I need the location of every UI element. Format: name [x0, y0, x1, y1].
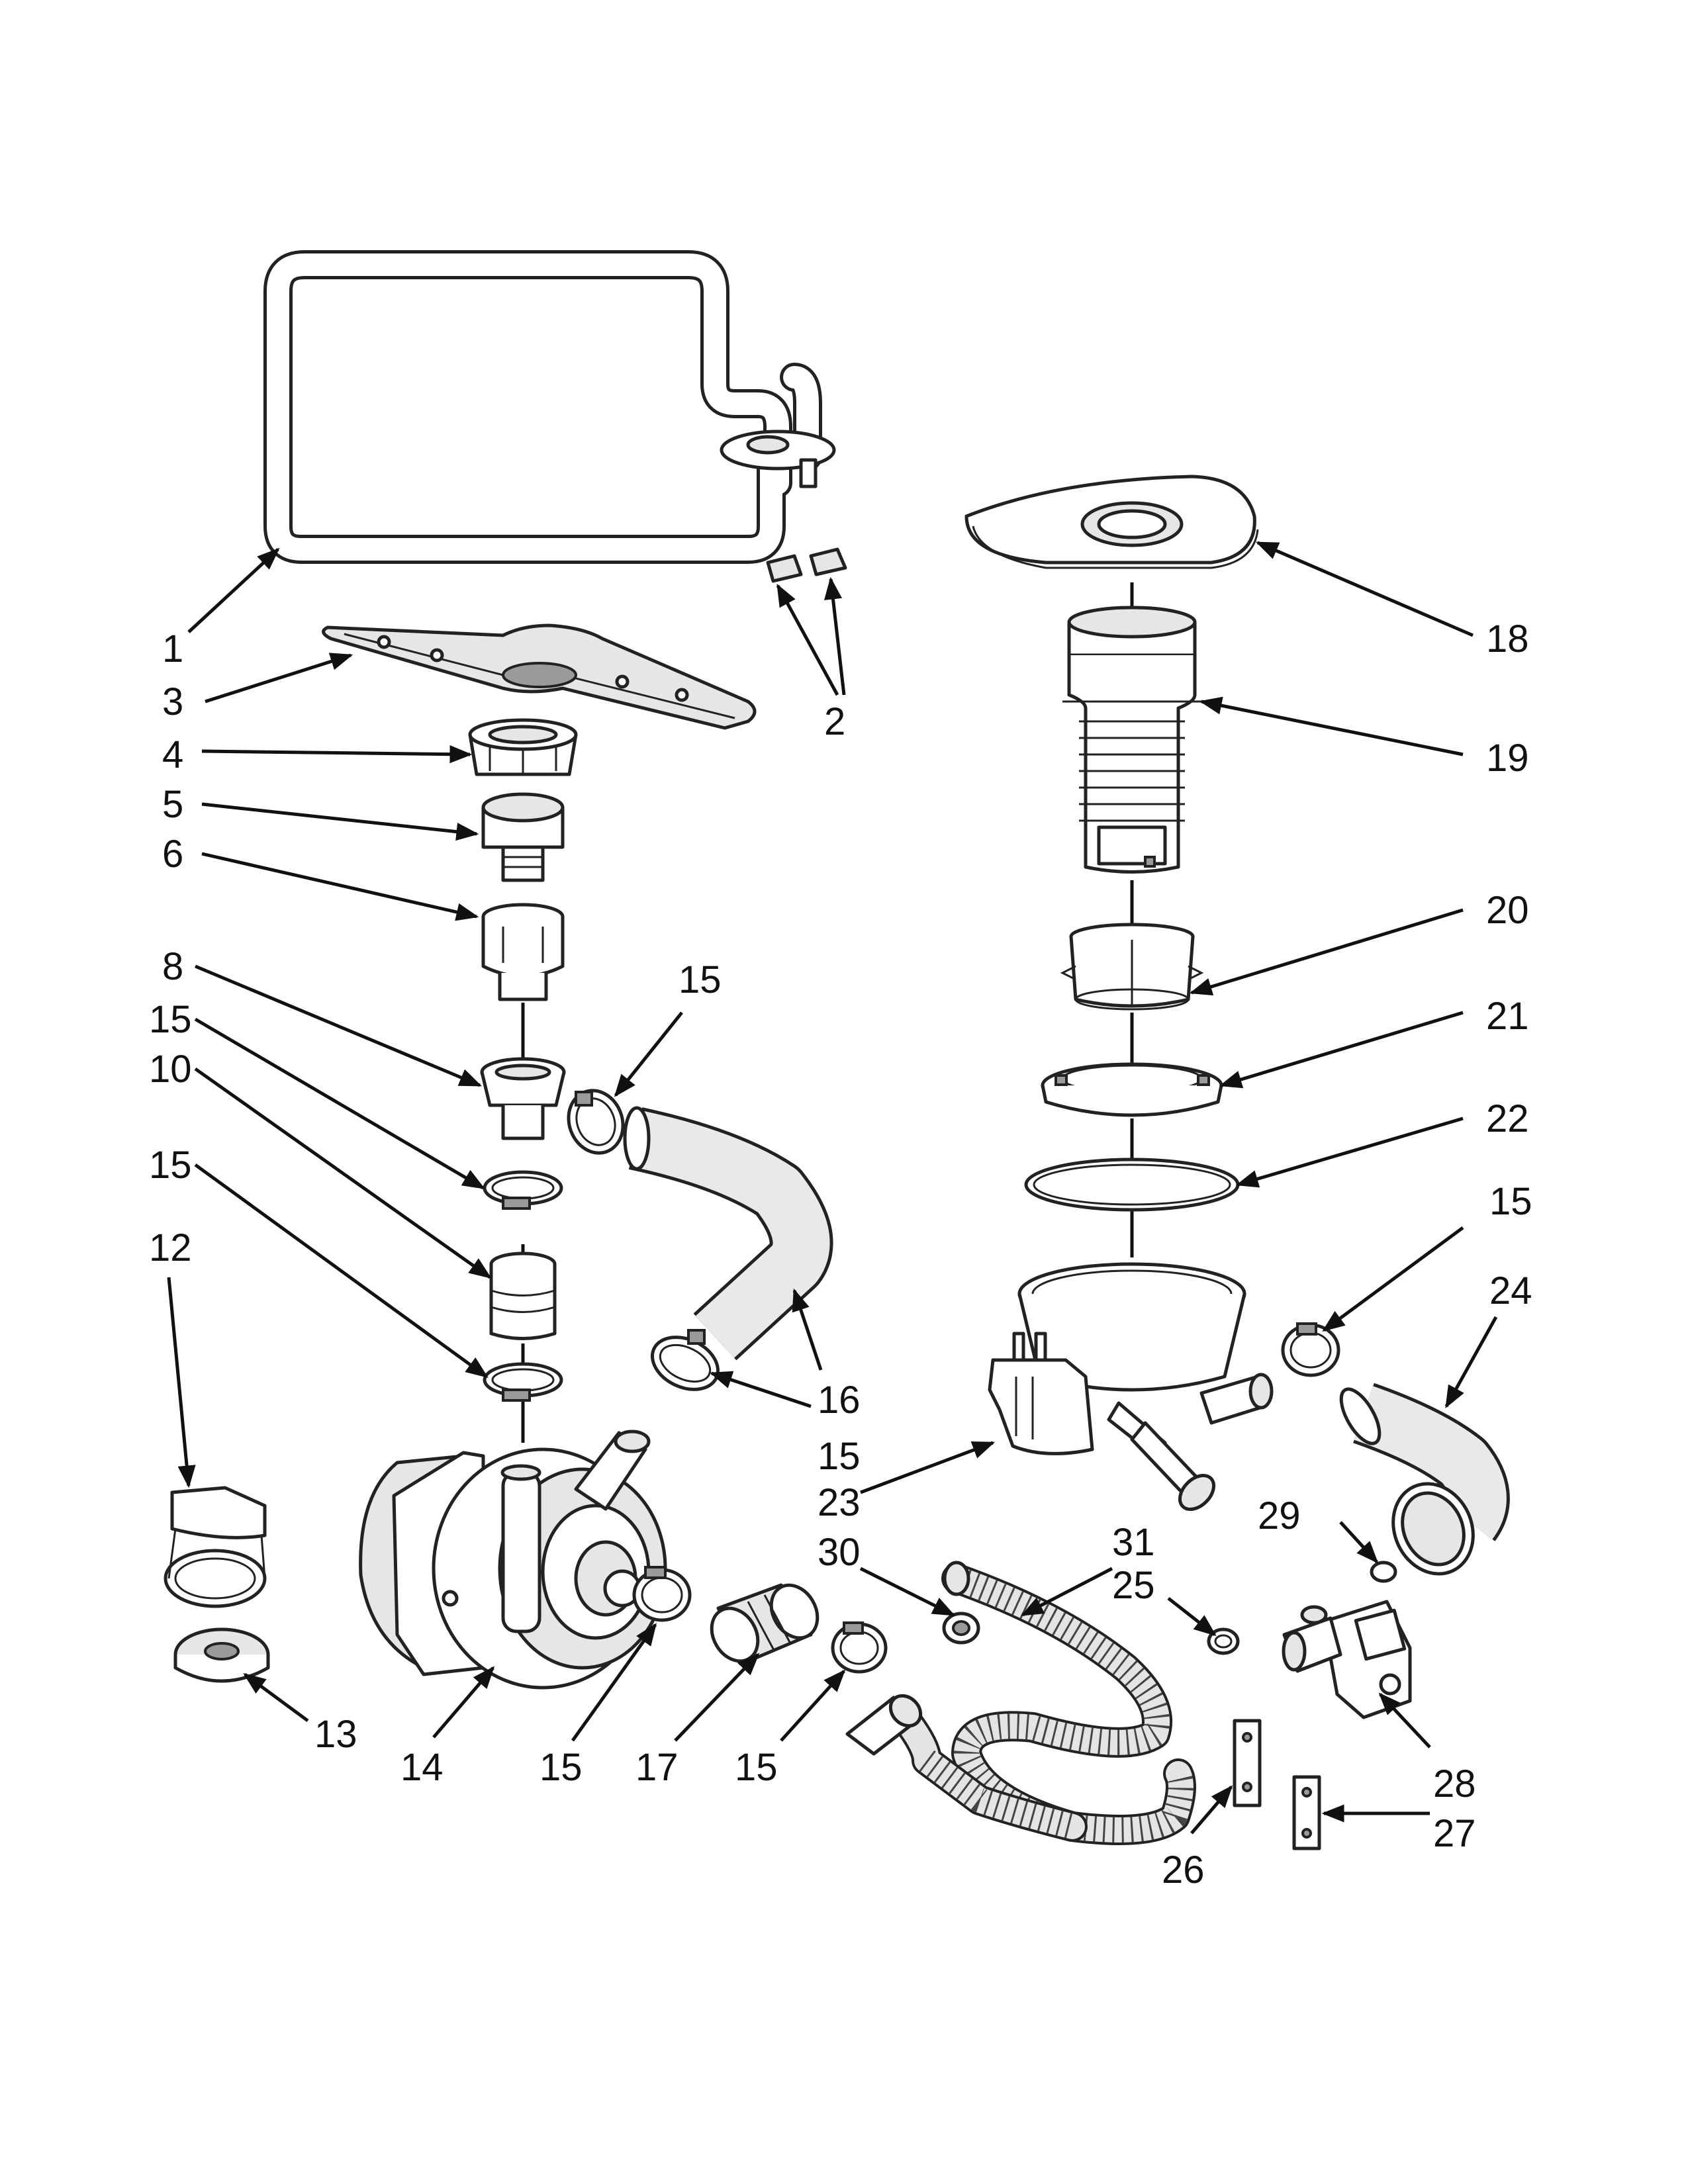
- callout-10: 10: [149, 1048, 192, 1091]
- callout-15-left-lower: 15: [149, 1144, 192, 1187]
- callout-24: 24: [1489, 1269, 1532, 1312]
- callout-30: 30: [818, 1531, 861, 1574]
- hub-nut-part-4: [468, 718, 578, 776]
- leader-lines: [167, 541, 1498, 1835]
- clamp-part-15-right: [1281, 1322, 1340, 1377]
- callout-14: 14: [400, 1746, 444, 1789]
- callout-29: 29: [1258, 1494, 1301, 1537]
- callout-25: 25: [1112, 1564, 1155, 1607]
- drain-pump-part-28: [1282, 1600, 1412, 1719]
- callout-15-lower-middle: 15: [818, 1435, 861, 1478]
- callout-31: 31: [1112, 1521, 1155, 1564]
- hose-part-24: [1339, 1383, 1510, 1576]
- filter-insert-part-6: [481, 903, 565, 1001]
- heater-element-part: [263, 250, 836, 564]
- callout-20: 20: [1486, 889, 1529, 932]
- filter-part-19: [1062, 606, 1201, 874]
- callout-12: 12: [149, 1226, 192, 1269]
- callout-21: 21: [1486, 995, 1529, 1038]
- clamp-part-15-pump-outlet: [632, 1566, 692, 1622]
- clamp-part-15-lower-middle: [650, 1329, 720, 1391]
- callout-3: 3: [162, 680, 183, 723]
- pump-motor-part-14: [359, 1430, 667, 1690]
- bracket-part-26: [1233, 1719, 1262, 1807]
- mounting-clip-parts: [766, 547, 847, 583]
- seal-part-12: [164, 1486, 267, 1608]
- sump-housing-part-23: [988, 1262, 1274, 1511]
- hose-part-16: [623, 1106, 833, 1361]
- callout-26: 26: [1162, 1848, 1205, 1891]
- clamp-part-15-left-lower: [483, 1362, 563, 1402]
- callout-16: 16: [818, 1379, 861, 1422]
- callout-4: 4: [162, 733, 183, 776]
- gasket-part-22: [1024, 1158, 1240, 1212]
- clamp-part-15-drain: [831, 1621, 888, 1674]
- callout-18: 18: [1486, 617, 1529, 660]
- callout-23: 23: [818, 1481, 861, 1524]
- callout-19: 19: [1486, 737, 1529, 780]
- filter-screen-part-20: [1060, 923, 1204, 1011]
- callout-6: 6: [162, 833, 183, 876]
- cap-part-13: [173, 1627, 270, 1683]
- seal-part-8: [480, 1057, 566, 1140]
- callout-15-drain: 15: [735, 1746, 778, 1789]
- callout-13: 13: [314, 1713, 357, 1756]
- clamp-part-15-left-upper: [483, 1170, 563, 1210]
- callout-27: 27: [1433, 1812, 1476, 1855]
- callout-8: 8: [162, 945, 183, 988]
- callout-labels: 1 2 3 4 5 6 8 10 12 13 14 15 15 15 15 15…: [149, 617, 1532, 1891]
- callout-5: 5: [162, 783, 183, 826]
- clip-part-29: [1370, 1561, 1397, 1583]
- callout-2: 2: [824, 700, 845, 743]
- callout-15-upper-middle: 15: [679, 958, 722, 1001]
- coupler-part-10: [489, 1251, 557, 1340]
- callout-22: 22: [1486, 1097, 1529, 1140]
- clamp-part-15-upper-middle: [567, 1089, 625, 1155]
- clamp-part-30: [942, 1612, 980, 1645]
- callout-28: 28: [1433, 1762, 1476, 1805]
- spray-arm-mount-part-5: [481, 792, 565, 882]
- spray-arm-part: [322, 623, 757, 730]
- coupler-part-17: [710, 1583, 820, 1663]
- callout-1: 1: [162, 627, 183, 670]
- bracket-part-27: [1292, 1775, 1321, 1850]
- callout-15-right: 15: [1489, 1180, 1532, 1223]
- callout-15-pump-outlet: 15: [539, 1746, 583, 1789]
- grommet-plate-part-18: [964, 475, 1259, 569]
- callout-15-left-upper: 15: [149, 998, 192, 1041]
- drain-hose-part-31: [845, 1561, 1196, 1845]
- ring-part-21: [1041, 1062, 1223, 1117]
- callout-17: 17: [635, 1746, 679, 1789]
